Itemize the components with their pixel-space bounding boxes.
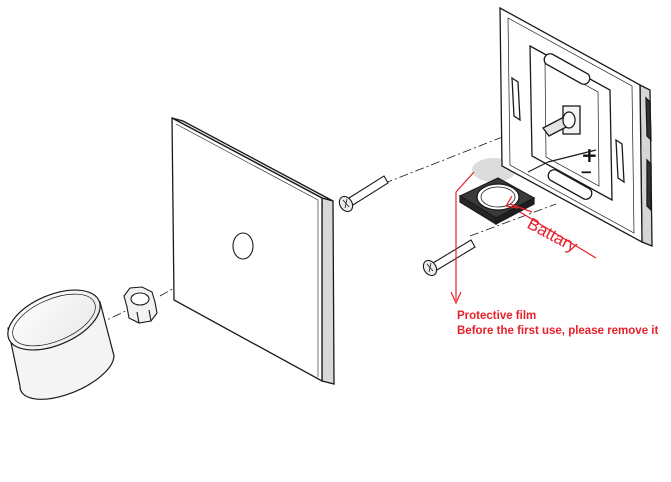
axis-screw-top	[351, 133, 511, 197]
battery-pointer-line	[509, 203, 533, 213]
axis-knob-nut	[81, 305, 137, 333]
battery-arrowhead	[505, 195, 519, 209]
remove-film-instruction: Before the first use, please remove it	[457, 325, 659, 337]
knob-icon	[7, 289, 115, 400]
battery-holder-icon	[458, 177, 536, 226]
annotation-leaders	[450, 171, 597, 305]
protective-film-label: Protective film	[457, 310, 537, 322]
battery-leader-line	[519, 211, 597, 259]
polarity-plus-label: +	[581, 143, 598, 167]
screw-icon-lower	[422, 239, 476, 277]
screw-icon	[338, 175, 389, 213]
axis-screw-bottom	[469, 203, 557, 237]
cover-plate-icon	[171, 116, 335, 385]
nut-icon	[123, 286, 158, 324]
film-arrowhead	[450, 291, 462, 305]
mounting-frame-icon	[499, 6, 653, 247]
film-leader-line	[455, 171, 475, 193]
polarity-minus-label: −	[580, 163, 593, 181]
